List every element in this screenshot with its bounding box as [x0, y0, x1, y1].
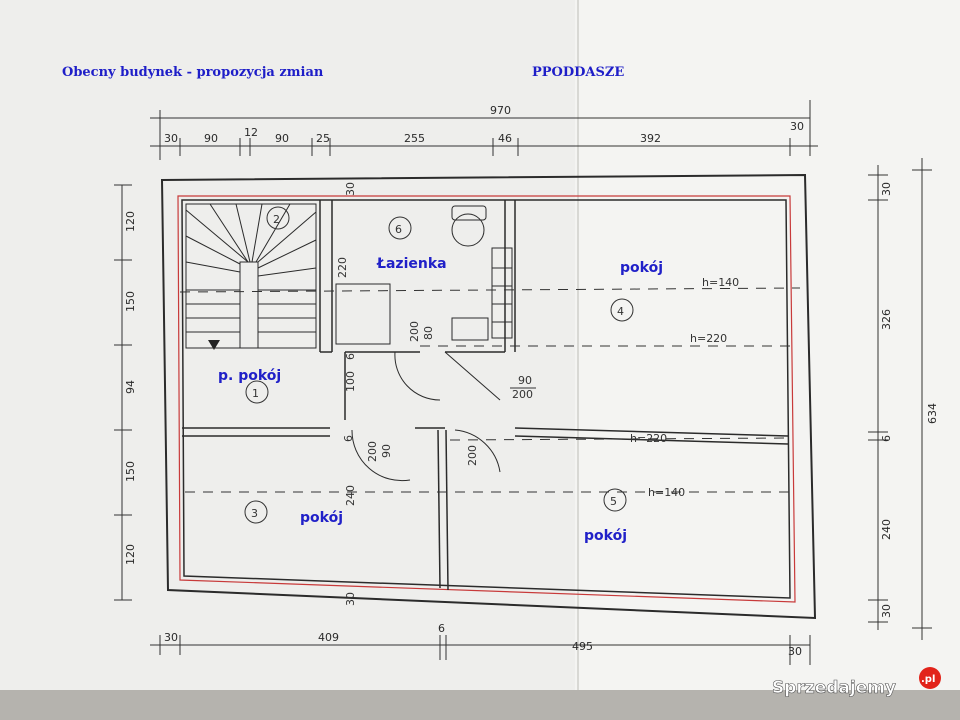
door-label-200-c: 200 — [466, 445, 479, 466]
dim-total-width: 970 — [490, 104, 511, 117]
dim-top-1: 30 — [164, 132, 178, 145]
dim-top-4: 90 — [275, 132, 289, 145]
room-number-6: 6 — [395, 223, 402, 236]
dim-bottom-1: 30 — [164, 631, 178, 644]
height-label-140-top: h=140 — [702, 276, 739, 289]
room-label-5: pokój — [584, 528, 627, 544]
room-label-1: p. pokój — [218, 368, 281, 384]
room-number-4: 4 — [617, 305, 624, 318]
wall-label-100: 100 — [344, 371, 357, 392]
dim-top-9: 30 — [790, 120, 804, 133]
dim-bottom-5: 30 — [788, 645, 802, 658]
dim-top-7: 46 — [498, 132, 512, 145]
wall-label-240: 240 — [344, 485, 357, 506]
dim-right-1: 30 — [880, 182, 893, 196]
room-label-bathroom: Łazienka — [376, 256, 447, 272]
watermark-text: Sprzedajemy — [772, 678, 896, 698]
watermark-badge-icon — [919, 667, 941, 689]
door-label-90: 90 — [518, 374, 532, 387]
dim-top-6: 255 — [404, 132, 425, 145]
dim-top-3: 12 — [244, 126, 258, 139]
dim-left-3: 94 — [124, 380, 137, 394]
wall-label-30-top: 30 — [344, 182, 357, 196]
room-label-3: pokój — [300, 510, 343, 526]
dim-right-4: 240 — [880, 519, 893, 540]
dim-bottom-3: 6 — [438, 622, 445, 635]
room-number-2: 2 — [273, 213, 280, 226]
door-label-80: 80 — [422, 326, 435, 340]
door-label-200-d: 200 — [408, 321, 421, 342]
dim-top-8: 392 — [640, 132, 661, 145]
room-label-4: pokój — [620, 260, 663, 276]
room-number-1: 1 — [252, 387, 259, 400]
height-label-220-top: h=220 — [690, 332, 727, 345]
plan-subtitle: Obecny budynek - propozycja zmian — [62, 65, 324, 80]
wall-label-220: 220 — [336, 257, 349, 278]
dim-bottom-4: 495 — [572, 640, 593, 653]
room-number-5: 5 — [610, 495, 617, 508]
watermark-suffix: .pl — [921, 674, 935, 685]
wall-label-6: 6 — [344, 353, 357, 360]
dim-left-1: 120 — [124, 211, 137, 232]
dim-left-4: 150 — [124, 461, 137, 482]
dim-total-height: 634 — [926, 403, 939, 424]
room-number-3: 3 — [251, 507, 258, 520]
dim-right-2: 326 — [880, 309, 893, 330]
wall-label-30-bottom: 30 — [344, 592, 357, 606]
dim-right-3: 6 — [880, 435, 893, 442]
door-label-200-b: 200 — [366, 441, 379, 462]
dim-right-5: 30 — [880, 604, 893, 618]
dim-left-5: 120 — [124, 544, 137, 565]
dim-top-2: 90 — [204, 132, 218, 145]
door-label-90-b: 90 — [380, 444, 393, 458]
floor-title: PPODDASZE — [532, 65, 624, 80]
door-label-200: 200 — [512, 388, 533, 401]
wall-label-6-b: 6 — [342, 435, 355, 442]
height-label-220-bottom: h=220 — [630, 432, 667, 445]
dim-top-5: 25 — [316, 132, 330, 145]
height-label-140-bottom: h=140 — [648, 486, 685, 499]
dim-left-2: 150 — [124, 291, 137, 312]
dim-bottom-2: 409 — [318, 631, 339, 644]
